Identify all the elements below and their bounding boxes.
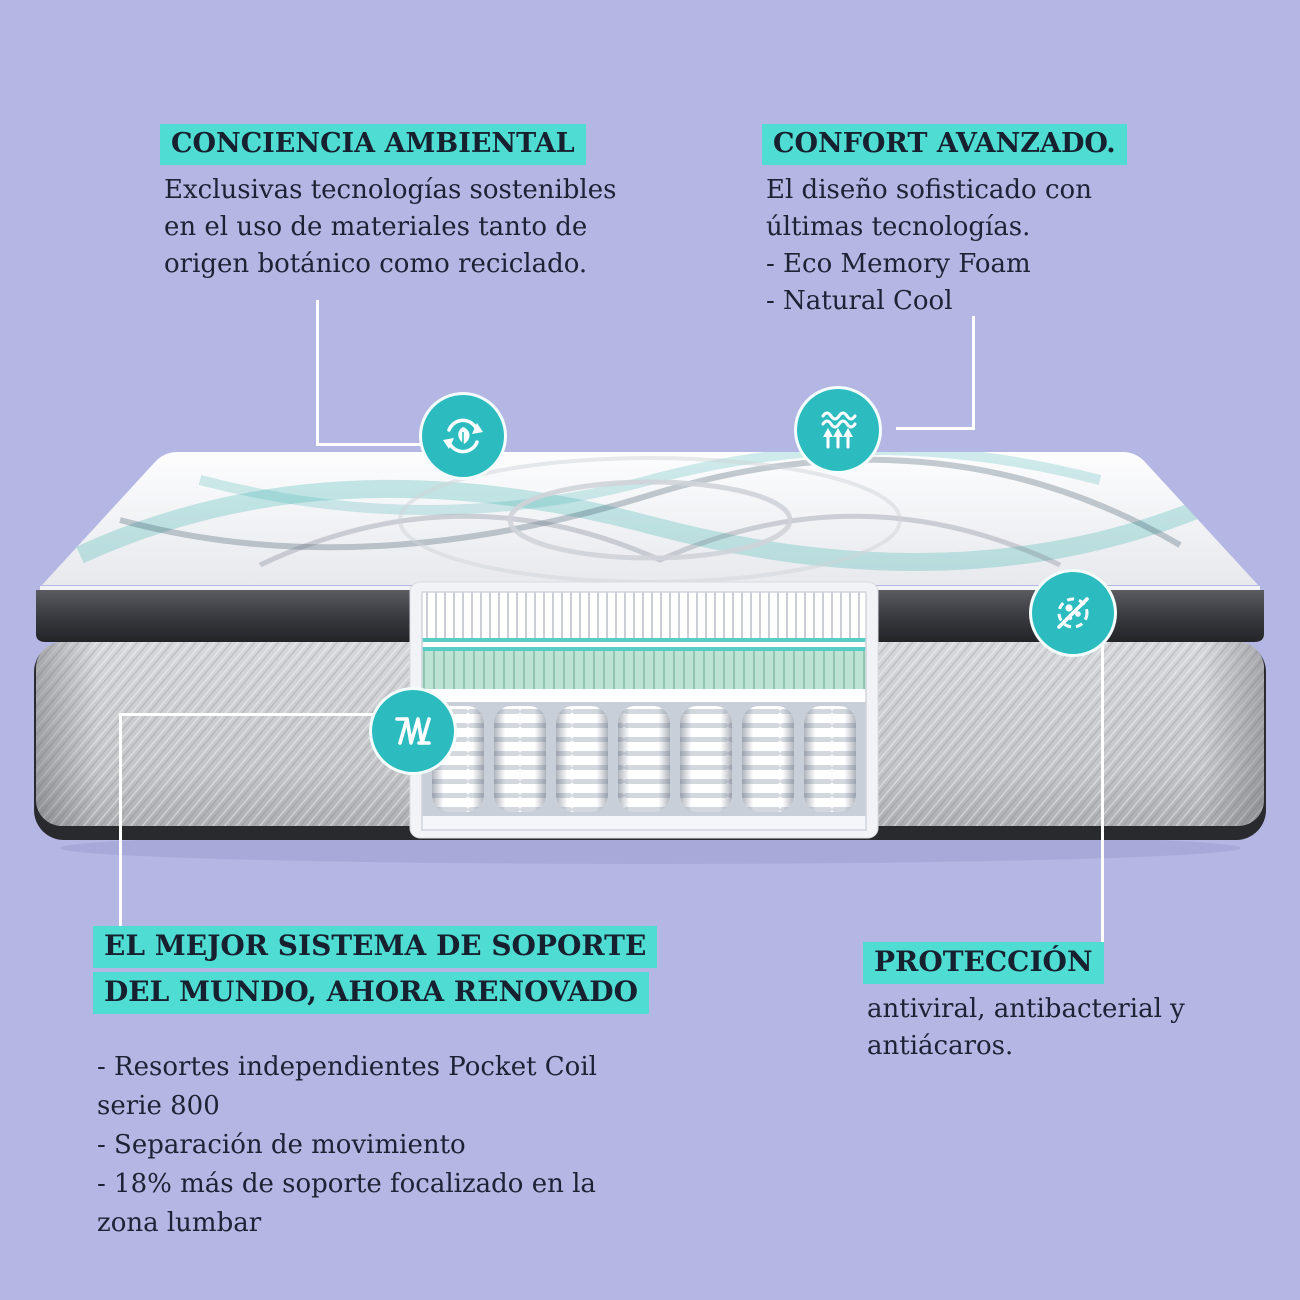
recycle-leaf-icon — [443, 418, 483, 454]
mattress-cutaway — [409, 581, 879, 839]
callout-proteccion: PROTECCIÓN antiviral, antibacterial y an… — [863, 942, 1185, 1065]
foam-layers — [422, 592, 866, 702]
support-badge — [369, 687, 457, 775]
airflow-arrows-icon — [821, 411, 857, 449]
spring-coil-icon — [395, 717, 431, 745]
callout-soporte-body: - Resortes independientes Pocket Coil se… — [97, 1052, 597, 1238]
connector-proteccion-vertical — [1101, 645, 1104, 963]
callout-soporte: EL MEJOR SISTEMA DE SOPORTE DEL MUNDO, A… — [93, 926, 658, 1243]
callout-ambiental-body: Exclusivas tecnologías sostenibles en el… — [164, 175, 617, 279]
connector-ambiental-vertical — [316, 300, 319, 446]
mattress-top-surface — [40, 452, 1260, 590]
breathability-badge — [794, 386, 882, 474]
connector-soporte-vertical — [119, 713, 122, 937]
mattress-shadow — [60, 832, 1240, 864]
callout-proteccion-heading: PROTECCIÓN — [863, 942, 1104, 984]
connector-ambiental-horizontal — [316, 443, 426, 446]
connector-confort-horizontal — [896, 427, 975, 430]
callout-soporte-heading-line2: DEL MUNDO, AHORA RENOVADO — [93, 972, 649, 1014]
callout-soporte-heading-line1: EL MEJOR SISTEMA DE SOPORTE — [93, 926, 658, 968]
mattress-side-fabric — [34, 642, 1266, 840]
callout-ambiental: CONCIENCIA AMBIENTAL Exclusivas tecnolog… — [160, 124, 616, 283]
antibacterial-icon — [1057, 597, 1089, 629]
callout-ambiental-heading: CONCIENCIA AMBIENTAL — [160, 124, 586, 165]
callout-confort-body: El diseño sofisticado con últimas tecnol… — [766, 175, 1092, 316]
connector-confort-vertical — [972, 316, 975, 430]
sustainability-badge — [419, 392, 507, 480]
connector-soporte-horizontal — [119, 713, 375, 716]
callout-soporte-heading: EL MEJOR SISTEMA DE SOPORTE — [93, 926, 658, 968]
callout-proteccion-body: antiviral, antibacterial y antiácaros. — [867, 994, 1185, 1061]
pocket-coils — [432, 706, 856, 812]
callout-confort: CONFORT AVANZADO. El diseño sofisticado … — [762, 124, 1127, 320]
protection-badge — [1029, 569, 1117, 657]
callout-confort-heading: CONFORT AVANZADO. — [762, 124, 1127, 165]
